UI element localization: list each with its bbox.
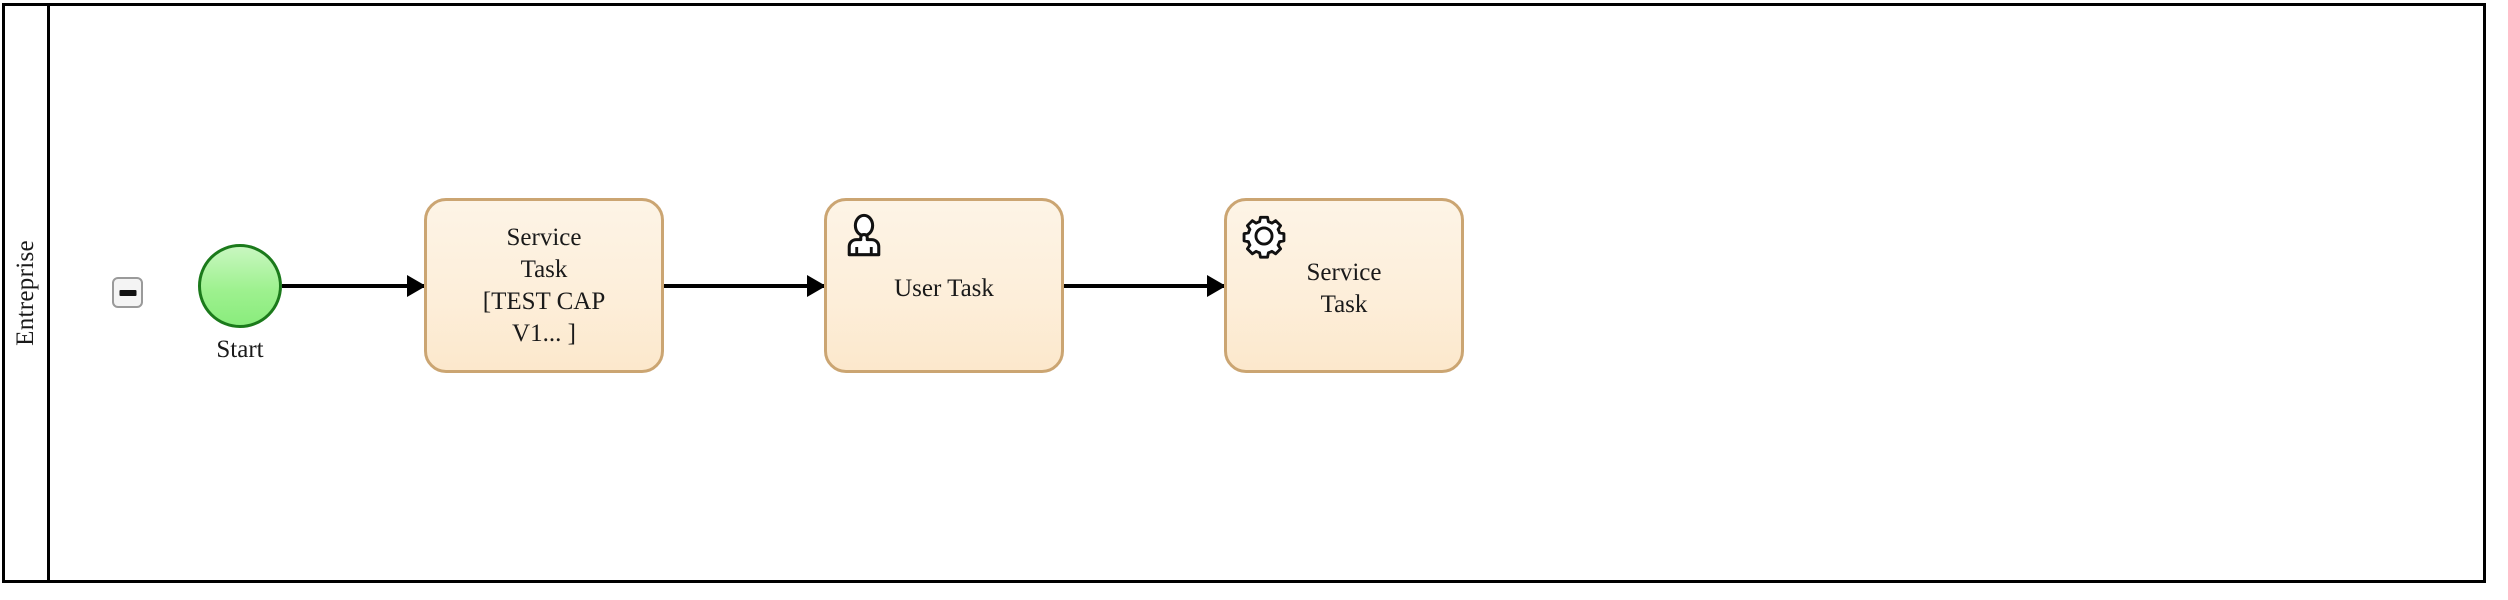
task-label: Service Task [TEST CAP V1... ] [427, 222, 661, 350]
arrowhead-icon [807, 275, 826, 297]
task-service-task-1[interactable]: Service Task [TEST CAP V1... ] [424, 198, 664, 373]
start-event[interactable] [198, 244, 282, 328]
task-service-task-2[interactable]: Service Task [1224, 198, 1464, 373]
sequence-flow-start-to-service-task-1[interactable] [282, 275, 426, 297]
lane-header[interactable]: Entreprise [5, 6, 50, 580]
pool-entreprise[interactable]: Entreprise Start Service Task [TEST CAP … [2, 3, 2486, 583]
task-label-line: User Task [894, 274, 994, 302]
task-label-line: Task [520, 255, 568, 283]
lane-collapse-toggle[interactable] [112, 277, 143, 308]
task-label-line: Task [1320, 290, 1368, 318]
arrowhead-icon [407, 275, 426, 297]
sequence-flow-service-task-1-to-user-task[interactable] [664, 275, 826, 297]
arrowhead-icon [1207, 275, 1226, 297]
lane-body: Start Service Task [TEST CAP V1... ] [50, 6, 2483, 580]
task-label-line: Service [506, 223, 582, 251]
task-label-line: Service [1306, 258, 1382, 286]
gear-icon [1241, 213, 1287, 259]
sequence-flow-user-task-to-service-task-2[interactable] [1064, 275, 1226, 297]
task-user-task[interactable]: User Task [824, 198, 1064, 373]
task-label-line: [TEST CAP [482, 287, 606, 315]
task-label: Service Task [1227, 257, 1461, 321]
lane-name-label: Entreprise [12, 240, 39, 346]
start-event-label: Start [216, 336, 264, 363]
task-label-line: V1... ] [512, 319, 576, 347]
minus-icon [119, 289, 136, 296]
user-icon [841, 213, 887, 259]
task-label: User Task [827, 273, 1061, 305]
